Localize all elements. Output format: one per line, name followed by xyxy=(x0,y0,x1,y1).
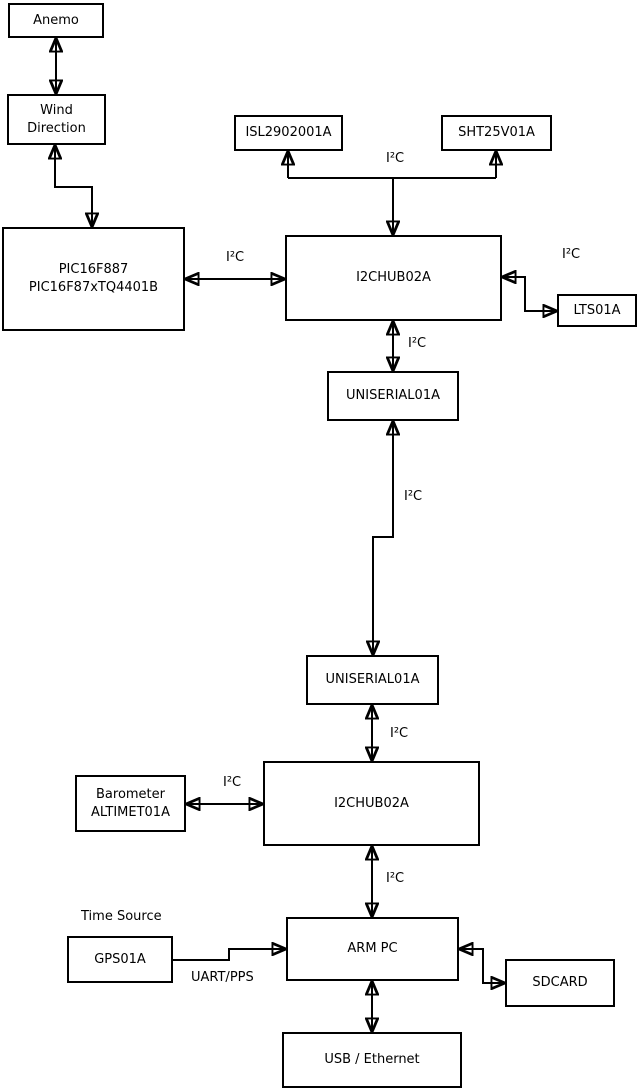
edge-uniserial-link xyxy=(373,421,393,655)
label-i2c-hub-lts: I²C xyxy=(562,247,581,262)
label-i2c-uniserial-link: I²C xyxy=(404,489,423,504)
label-i2c-pic-hub: I²C xyxy=(226,250,245,265)
node-sdcard: SDCARD xyxy=(505,959,615,1007)
label-time-source: Time Source xyxy=(81,909,162,924)
edge-hub1-lts xyxy=(502,277,557,311)
node-wind-direction-line1: Wind xyxy=(40,102,73,118)
node-usb-ethernet: USB / Ethernet xyxy=(282,1032,462,1088)
node-pic: PIC16F887 PIC16F87xTQ4401B xyxy=(2,227,185,331)
edge-gps-arm xyxy=(173,949,286,961)
label-i2c-uniserial-hub2: I²C xyxy=(390,726,409,741)
node-uniserial-bottom: UNISERIAL01A xyxy=(306,655,439,705)
label-i2c-hub-uniserial: I²C xyxy=(408,336,427,351)
label-i2c-barometer-hub2: I²C xyxy=(223,775,242,790)
node-pic-line1: PIC16F887 xyxy=(58,262,129,278)
node-barometer-line2: ALTIMET01A xyxy=(91,804,170,820)
node-isl: ISL2902001A xyxy=(234,115,343,151)
node-wind-direction-line2: Direction xyxy=(27,120,86,136)
node-lts: LTS01A xyxy=(557,294,637,327)
label-uart-pps: UART/PPS xyxy=(191,970,254,985)
node-i2chub-top: I2CHUB02A xyxy=(285,235,502,321)
node-barometer-line1: Barometer xyxy=(96,786,165,802)
node-anemo: Anemo xyxy=(8,3,104,38)
node-uniserial-top: UNISERIAL01A xyxy=(327,371,459,421)
node-gps: GPS01A xyxy=(67,936,173,983)
node-arm-pc: ARM PC xyxy=(286,917,459,981)
node-barometer: Barometer ALTIMET01A xyxy=(75,775,186,832)
node-sht: SHT25V01A xyxy=(441,115,552,151)
label-i2c-hub-sensors: I²C xyxy=(386,151,405,166)
node-wind-direction: Wind Direction xyxy=(7,94,106,145)
node-i2chub-bottom: I2CHUB02A xyxy=(263,761,480,846)
edge-arm-sdcard xyxy=(459,949,505,983)
edge-wind-pic xyxy=(55,145,92,227)
label-i2c-hub2-arm: I²C xyxy=(386,871,405,886)
node-pic-line2: PIC16F87xTQ4401B xyxy=(28,280,159,295)
